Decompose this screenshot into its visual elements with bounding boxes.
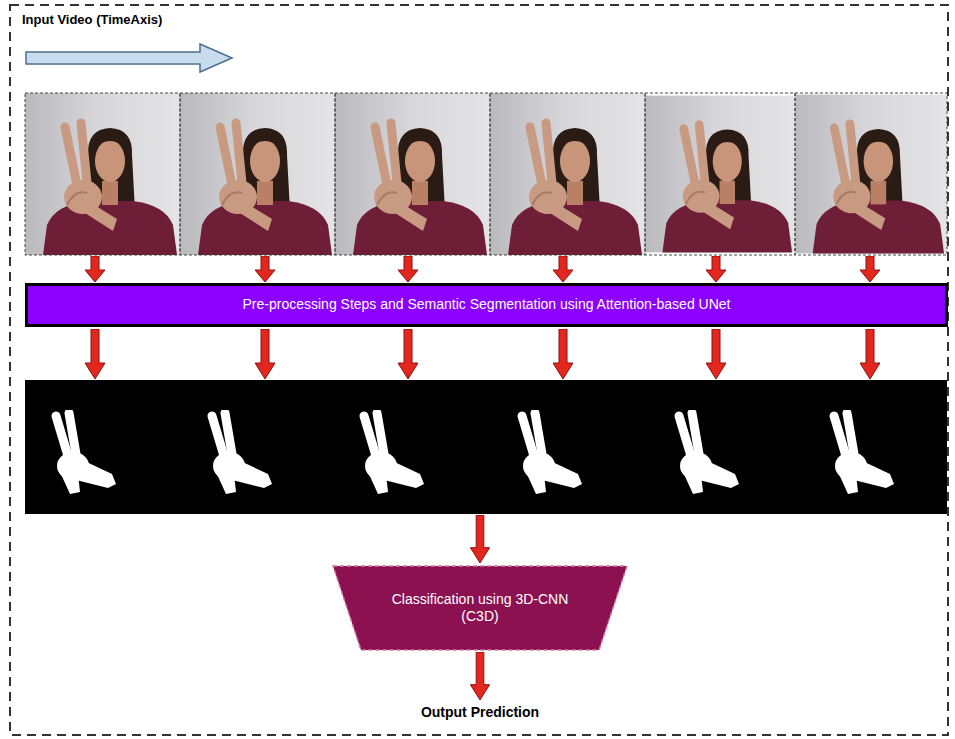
frame-border — [25, 93, 180, 255]
frame-border — [335, 93, 490, 255]
down-arrow — [860, 256, 880, 282]
video-frame — [795, 95, 947, 254]
down-arrow — [255, 256, 275, 282]
video-frames — [25, 93, 947, 255]
hand-mask — [834, 413, 894, 494]
segmentation-masks — [56, 413, 894, 494]
classifier-trapezoid: Classification using 3D-CNN (C3D) — [332, 565, 628, 651]
input-title: Input Video (TimeAxis) — [22, 12, 162, 27]
down-arrow — [85, 329, 105, 379]
outer-frame — [10, 5, 948, 735]
down-arrow — [706, 329, 726, 379]
node-label: Pre-processing Steps and Semantic Segmen… — [243, 296, 731, 314]
hand-mask — [679, 413, 739, 494]
frame-border — [795, 93, 947, 255]
hand-mask — [212, 413, 272, 494]
down-arrow — [553, 256, 573, 282]
down-arrow — [398, 329, 418, 379]
frame-border — [490, 93, 645, 255]
band-arrows — [85, 329, 880, 379]
video-frame — [335, 93, 490, 255]
video-frame — [180, 93, 335, 255]
hand-mask — [364, 413, 424, 494]
frame-arrows — [85, 256, 880, 282]
video-frame — [25, 93, 180, 255]
down-arrow — [860, 329, 880, 379]
down-arrow — [85, 256, 105, 282]
video-frame — [645, 96, 795, 253]
down-arrow — [255, 329, 275, 379]
down-arrow — [553, 329, 573, 379]
output-label: Output Prediction — [421, 704, 539, 720]
trapezoid-shape — [333, 566, 627, 650]
process-band: Pre-processing Steps and Semantic Segmen… — [25, 283, 948, 327]
time-arrow — [26, 44, 232, 72]
hand-mask — [522, 413, 582, 494]
node-label: Classification using 3D-CNN (C3D) — [376, 591, 584, 626]
down-arrow — [470, 652, 489, 700]
video-frame — [490, 93, 645, 255]
down-arrow — [706, 256, 726, 282]
frame-border — [180, 93, 335, 255]
frame-border — [645, 93, 795, 255]
down-arrow — [398, 256, 418, 282]
hand-mask — [56, 413, 116, 494]
down-arrow — [470, 515, 489, 563]
segmentation-strip — [25, 380, 947, 514]
